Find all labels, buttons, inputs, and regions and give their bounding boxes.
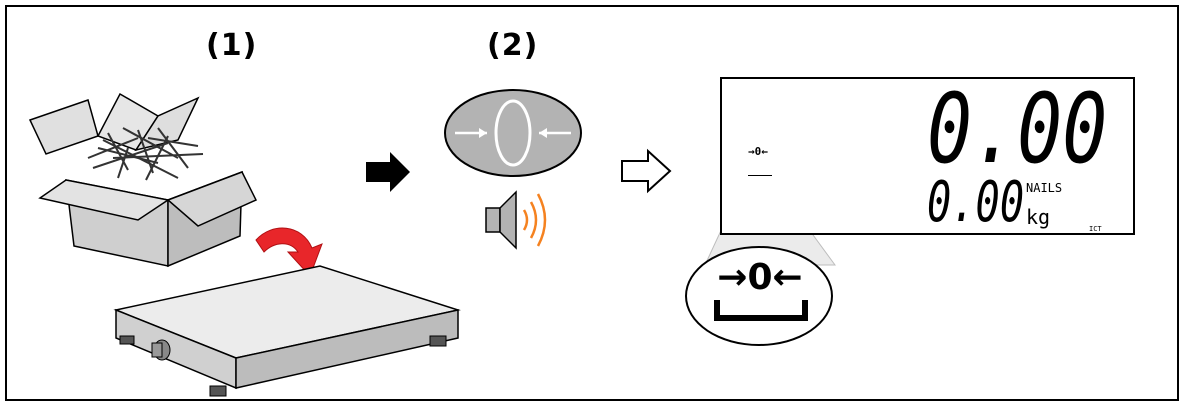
platform-scale-icon — [113, 265, 461, 397]
zoom-zero-symbol: →0← — [717, 257, 803, 298]
right-arrow-outline-icon — [621, 148, 672, 194]
zero-button-icon[interactable] — [443, 88, 583, 178]
unit-kg: kg — [1026, 205, 1051, 229]
zoom-bracket-icon — [714, 300, 808, 321]
main-weight-value: 0.00 — [927, 73, 1108, 185]
zero-indicator: →0← — [748, 145, 768, 158]
indicator-underline — [748, 175, 772, 176]
step-2-label: (2) — [487, 28, 539, 63]
secondary-weight-value: 0.00 — [927, 170, 1025, 235]
zoom-circle: →0← — [685, 246, 833, 346]
lcd-display: →0← 0.00 0.00 NAILS kg ICT — [720, 77, 1135, 235]
right-arrow-filled-icon — [366, 152, 410, 192]
unit-label: NAILS — [1026, 181, 1063, 195]
step-1-label: (1) — [206, 28, 258, 63]
small-indicator: ICT — [1089, 225, 1102, 233]
open-box-with-nails-icon — [28, 92, 258, 268]
speaker-icon — [485, 190, 547, 250]
diagram-frame — [5, 5, 1179, 401]
